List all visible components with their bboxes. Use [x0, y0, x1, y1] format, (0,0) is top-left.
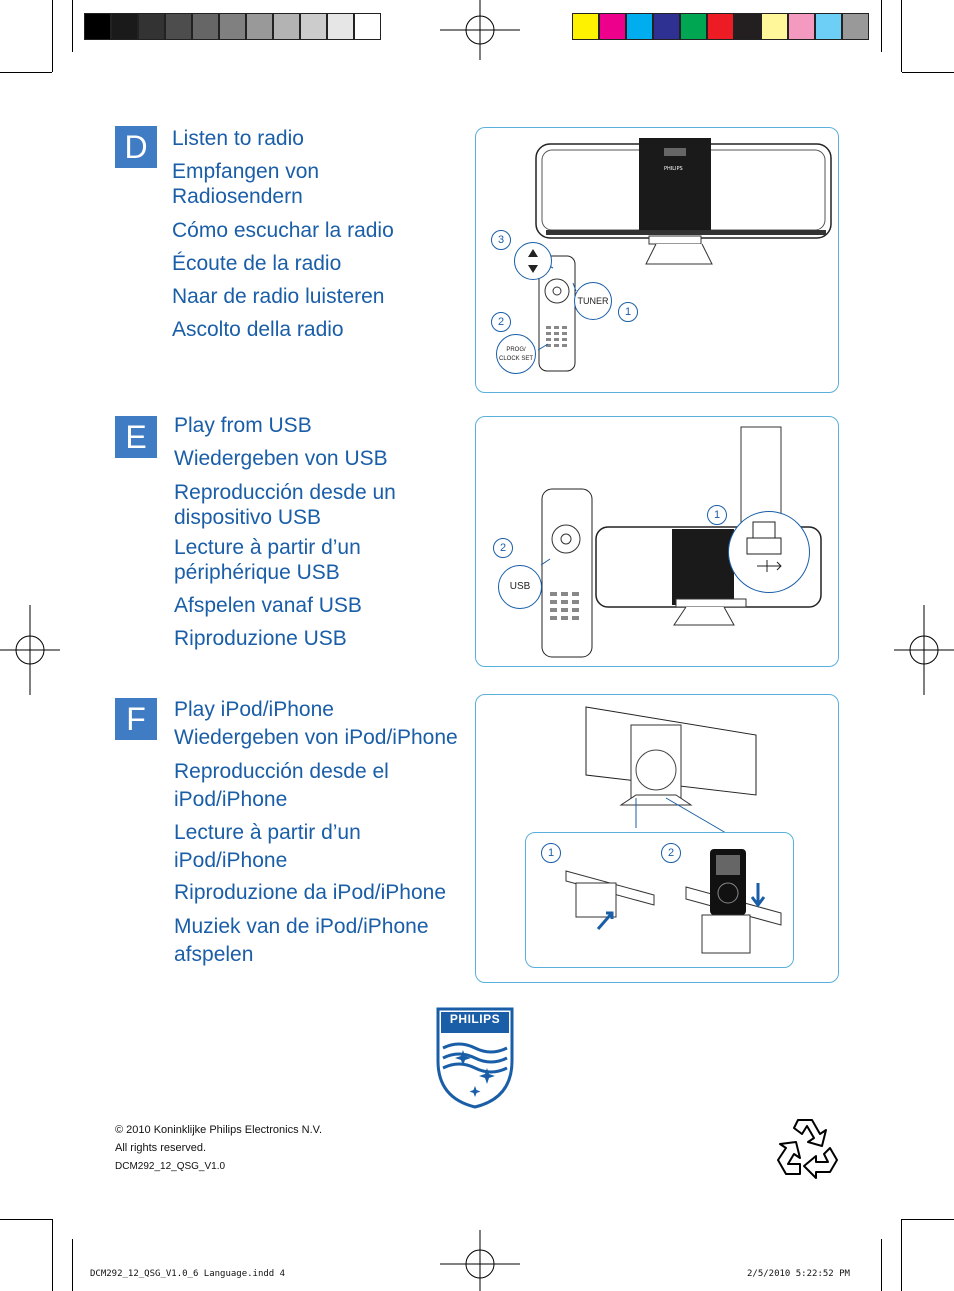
clock-set-label: CLOCK SET — [498, 356, 533, 362]
usb-connection-drawing — [540, 426, 822, 658]
section-f-title-nl: Muziek van de iPod/iPhone afspelen — [174, 915, 429, 966]
section-e-title-nl: Afspelen vanaf USB — [174, 594, 362, 617]
section-e-illustration: USB 1 2 — [475, 416, 839, 667]
step-1-badge: 1 — [707, 505, 727, 525]
step-3-badge: 3 — [491, 230, 511, 250]
color-swatch — [734, 13, 761, 40]
section-d-title-nl: Naar de radio luisteren — [172, 285, 385, 308]
registration-mark-icon — [0, 605, 60, 695]
tune-arrows-callout — [514, 242, 552, 280]
step-1-badge: 1 — [541, 843, 561, 863]
color-swatch — [815, 13, 842, 40]
dock-steps-drawing — [565, 849, 782, 954]
step-2-badge: 2 — [493, 538, 513, 558]
prog-label: PROG/ — [506, 347, 526, 353]
philips-shield-logo — [436, 1007, 514, 1109]
step-2-badge: 2 — [491, 312, 511, 332]
registration-mark-icon — [894, 605, 954, 695]
section-e-title-fr: Lecture à partir d’un périphérique USB — [174, 536, 361, 584]
usb-port-callout — [728, 511, 810, 593]
section-f-letter: F — [115, 698, 157, 740]
color-swatch — [300, 13, 327, 40]
section-d-illustration: PHILIPS 3 2 1 TUNER PROG/ CLOCK SET — [475, 127, 839, 393]
micro-system-drawing — [535, 138, 832, 372]
ipod-dock-drawing — [585, 706, 757, 834]
section-d-title-de: Empfangen von Radiosendern — [172, 160, 320, 208]
usb-icon — [746, 521, 782, 572]
section-d-title-fr: Écoute de la radio — [172, 252, 342, 275]
color-swatch — [138, 13, 165, 40]
color-swatch — [599, 13, 626, 40]
color-swatch — [273, 13, 300, 40]
section-d-title-es: Cómo escuchar la radio — [172, 219, 394, 242]
section-e-title-it: Riproduzione USB — [174, 627, 347, 650]
color-swatch — [842, 13, 869, 40]
section-d-title-it: Ascolto della radio — [172, 318, 344, 341]
philips-wordmark: PHILIPS — [449, 1012, 501, 1026]
section-f-title-it: Riproduzione da iPod/iPhone — [174, 881, 447, 904]
section-f-title-es: Reproducción desde el iPod/iPhone — [174, 760, 389, 811]
section-e-title-de: Wiedergeben von USB — [174, 447, 388, 470]
section-d-letter: D — [115, 126, 157, 168]
color-swatch — [84, 13, 111, 40]
dock-detail-panel: 1 2 — [525, 832, 794, 968]
section-f-title-en: Play iPod/iPhone — [174, 698, 334, 721]
slug-date: 2/5/2010 5:22:52 PM — [747, 1269, 850, 1279]
color-swatch — [111, 13, 138, 40]
section-e-title-en: Play from USB — [174, 414, 312, 437]
slug-file-name: DCM292_12_QSG_V1.0_6 Language.indd 4 — [90, 1269, 286, 1279]
section-d-title-en: Listen to radio — [172, 127, 304, 150]
color-swatch — [219, 13, 246, 40]
tuner-callout: TUNER — [574, 282, 612, 320]
color-swatch — [626, 13, 653, 40]
prog-clock-callout: PROG/ CLOCK SET — [496, 334, 536, 374]
registration-mark-icon — [440, 0, 520, 60]
device-brand-label: PHILIPS — [664, 166, 683, 172]
color-swatch — [707, 13, 734, 40]
step-2-badge: 2 — [661, 843, 681, 863]
section-f-illustration: 1 2 — [475, 694, 839, 983]
section-f-title-fr: Lecture à partir d’un iPod/iPhone — [174, 821, 361, 872]
document-code: DCM292_12_QSG_V1.0 — [115, 1161, 226, 1172]
recycle-icon — [777, 1119, 838, 1179]
section-e-title-es: Reproducción desde un dispositivo USB — [174, 481, 396, 529]
color-swatch — [246, 13, 273, 40]
step-1-badge: 1 — [618, 302, 638, 322]
color-swatch — [653, 13, 680, 40]
color-swatch — [680, 13, 707, 40]
section-e-letter: E — [115, 416, 157, 458]
up-down-arrows-icon — [528, 249, 538, 273]
color-swatch — [788, 13, 815, 40]
color-swatch — [192, 13, 219, 40]
rights-text: All rights reserved. — [115, 1142, 207, 1154]
color-swatch — [572, 13, 599, 40]
color-swatch — [354, 13, 381, 40]
section-f-title-de: Wiedergeben von iPod/iPhone — [174, 726, 458, 749]
color-swatch — [327, 13, 354, 40]
usb-button-callout: USB — [498, 565, 542, 609]
registration-mark-icon — [440, 1230, 520, 1291]
color-swatch — [761, 13, 788, 40]
color-swatch — [165, 13, 192, 40]
copyright-text: © 2010 Koninklijke Philips Electronics N… — [115, 1124, 323, 1136]
